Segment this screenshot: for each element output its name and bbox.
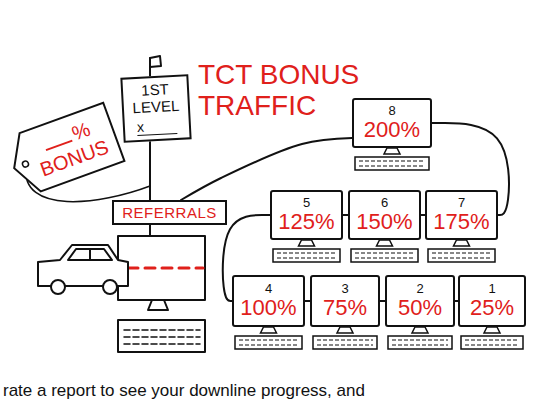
tag-hole (22, 160, 30, 168)
keyboard (313, 336, 377, 349)
computer-monitor: 8200% (352, 98, 432, 148)
keyboard-keys (432, 252, 491, 253)
car-body (38, 245, 128, 286)
keyboard (428, 249, 495, 262)
callout-number: 6 (381, 196, 388, 210)
computer-monitor: 250% (385, 275, 455, 327)
monitor-stand (299, 240, 315, 246)
referrals-sign: REFERRALS (112, 200, 227, 225)
computer-monitor: 375% (310, 275, 380, 327)
keyboard-keys (465, 339, 519, 340)
keyboard-keys (392, 344, 448, 345)
title: TCT BONUS TRAFFIC (198, 60, 376, 122)
keyboard (235, 336, 302, 349)
monitor-stand (484, 327, 500, 333)
level-sign: 1ST LEVELx (120, 74, 191, 142)
monitor-stand (454, 240, 470, 246)
computer-monitor: 7175% (425, 190, 498, 240)
car-window (68, 249, 112, 260)
keyboard-keys (355, 257, 414, 258)
callout-number: 5 (303, 196, 310, 210)
level-text: 1ST LEVEL (127, 81, 185, 117)
keyboard-keys (124, 329, 200, 331)
tag-shape (4, 103, 125, 198)
keyboard (388, 336, 452, 349)
keyboard-keys (277, 252, 336, 253)
callout-number: 7 (458, 196, 465, 210)
computer-monitor: 125% (458, 275, 526, 327)
bonus-percent-value: 25% (470, 296, 514, 320)
computer-monitor: 5125% (270, 190, 343, 240)
keyboard-keys (317, 339, 373, 340)
keyboard-keys (359, 160, 425, 161)
gate-keyboard (118, 320, 205, 352)
car-wheel (103, 280, 117, 294)
gate-stand (148, 300, 168, 310)
bonus-percent-value: 100% (240, 296, 296, 320)
post-flag (150, 56, 161, 67)
keyboard-keys (359, 165, 425, 166)
keyboard-keys (124, 343, 200, 345)
keyboard-keys (239, 339, 298, 340)
bonus-percent-value: 50% (398, 296, 442, 320)
bonus-percent-value: 175% (433, 210, 489, 234)
keyboard (273, 249, 340, 262)
computer-monitor: 4100% (232, 275, 305, 327)
keyboard-keys (432, 257, 491, 258)
car-wheel (51, 280, 65, 294)
referrals-text: REFERRALS (122, 204, 217, 221)
callout-number: 4 (265, 282, 272, 296)
keyboard (461, 336, 523, 349)
bonus-percent-value: 150% (356, 210, 412, 234)
computer-monitor: 6150% (348, 190, 421, 240)
callout-number: 1 (488, 282, 495, 296)
monitor-stand (261, 327, 277, 333)
callout-number: 3 (341, 282, 348, 296)
bonus-percent-value: 75% (323, 296, 367, 320)
monitor-stand (384, 148, 400, 154)
callout-number: 2 (416, 282, 423, 296)
keyboard-keys (392, 339, 448, 340)
body-text: rate a report to see your downline progr… (3, 381, 365, 401)
monitor-stand (337, 327, 353, 333)
keyboard-keys (317, 344, 373, 345)
callout-number: 8 (388, 104, 395, 118)
signature-mark: x (137, 117, 178, 136)
gate-box (118, 236, 205, 300)
bonus-tag: %BONUS (2, 101, 125, 198)
keyboard (355, 157, 429, 170)
car-pillar (89, 249, 91, 260)
monitor-stand (412, 327, 428, 333)
gate-line (128, 267, 203, 270)
keyboard-keys (239, 344, 298, 345)
monitor-stand (377, 240, 393, 246)
bonus-percent-value: 125% (278, 210, 334, 234)
keyboard-keys (355, 252, 414, 253)
keyboard-keys (124, 336, 200, 338)
keyboard-keys (277, 257, 336, 258)
monitor-parts (235, 148, 523, 349)
keyboard (351, 249, 418, 262)
bonus-percent-value: 200% (364, 118, 420, 142)
keyboard-keys (465, 344, 519, 345)
